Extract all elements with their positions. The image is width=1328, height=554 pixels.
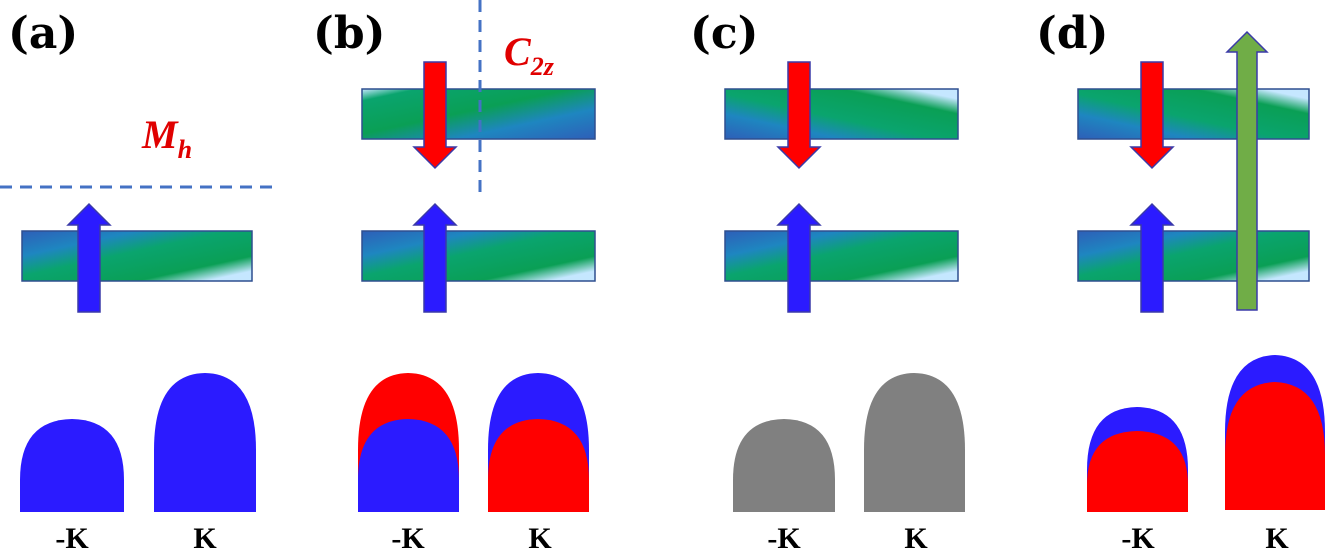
band-minus-k-inner bbox=[358, 419, 459, 512]
k-label-minus: -K bbox=[55, 522, 89, 554]
spin-up-arrow bbox=[412, 202, 458, 313]
k-label-plus: K bbox=[904, 522, 928, 554]
k-label-plus: K bbox=[193, 522, 217, 554]
panel-c-label: (c) bbox=[690, 8, 758, 59]
bottom-layer-slab bbox=[21, 230, 253, 282]
k-label-plus: K bbox=[528, 522, 552, 554]
spin-down-arrow bbox=[412, 61, 458, 170]
bottom-layer-slab bbox=[1077, 230, 1310, 282]
panel-d-label: (d) bbox=[1036, 8, 1108, 59]
electric-field-arrow bbox=[1225, 30, 1269, 311]
spin-up-arrow bbox=[776, 202, 822, 313]
panel-a-label: (a) bbox=[8, 8, 78, 59]
top-layer-slab bbox=[1077, 88, 1310, 140]
bottom-layer-slab bbox=[361, 230, 596, 282]
k-label-minus: -K bbox=[767, 522, 801, 554]
band-k bbox=[864, 373, 965, 512]
panel-c: (c) -K K bbox=[690, 8, 965, 554]
spin-up-arrow bbox=[66, 202, 112, 313]
band-minus-k bbox=[733, 419, 835, 512]
spin-down-arrow bbox=[1129, 61, 1175, 170]
k-label-plus: K bbox=[1265, 522, 1289, 554]
top-layer-slab bbox=[724, 88, 959, 140]
band-minus-k-inner bbox=[1087, 431, 1188, 512]
band-k-inner bbox=[1225, 382, 1325, 510]
panel-a: (a) Mh -K K bbox=[0, 8, 275, 554]
spin-down-arrow bbox=[776, 61, 822, 170]
panel-b-label: (b) bbox=[313, 8, 385, 59]
bottom-layer-slab bbox=[724, 230, 959, 282]
k-label-minus: -K bbox=[1121, 522, 1155, 554]
band-minus-k bbox=[20, 419, 124, 512]
panel-b: (b) C2z -K K bbox=[313, 0, 596, 554]
band-k-inner bbox=[488, 419, 589, 512]
rotation-symbol: C2z bbox=[504, 29, 555, 81]
panel-d: (d) -K K bbox=[1036, 8, 1325, 554]
band-k bbox=[154, 373, 256, 512]
mirror-symbol: Mh bbox=[141, 112, 192, 164]
k-label-minus: -K bbox=[391, 522, 425, 554]
spin-up-arrow bbox=[1129, 202, 1175, 313]
